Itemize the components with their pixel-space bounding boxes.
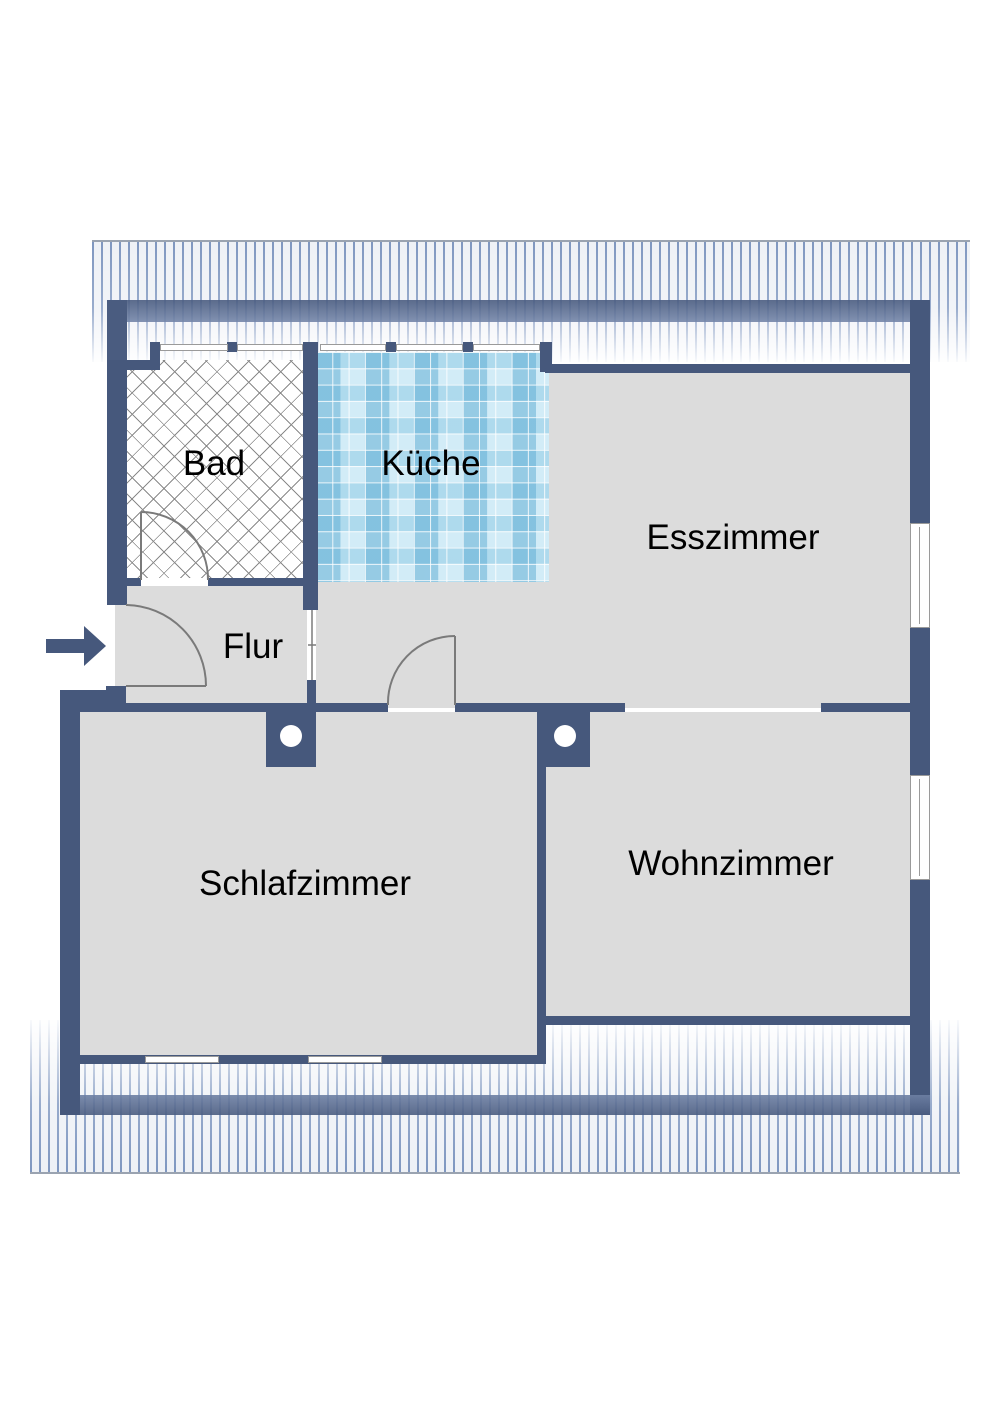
door-schlafzimmer[interactable] xyxy=(386,635,456,706)
esszimmer-floor xyxy=(549,372,910,708)
wall-segment xyxy=(227,342,237,352)
room-label-bad: Bad xyxy=(182,444,246,483)
room-label-kueche: Küche xyxy=(381,444,481,483)
wall-segment xyxy=(463,342,473,352)
window-kueche-3 xyxy=(473,344,540,351)
window-kueche-2 xyxy=(396,344,463,351)
chimney-schlafzimmer xyxy=(266,703,316,767)
schlafzimmer-floor xyxy=(80,712,537,1055)
wall-flur-right xyxy=(307,680,316,710)
wall-segment xyxy=(386,342,396,352)
window-wohnzimmer xyxy=(910,775,930,880)
window-kueche-1 xyxy=(320,344,386,351)
window-esszimmer xyxy=(910,523,930,628)
wall-wohnzimmer-top-right xyxy=(821,703,911,712)
kueche-floor xyxy=(316,352,549,582)
wall-bad-bottom-left xyxy=(127,578,141,586)
wohnzimmer-floor xyxy=(546,712,910,1017)
door-entrance[interactable] xyxy=(125,604,207,687)
flur-floor xyxy=(115,586,307,704)
wall-segment xyxy=(150,342,160,362)
room-label-schlafzimmer: Schlafzimmer xyxy=(199,864,411,903)
esszimmer-floor-extension xyxy=(316,582,549,708)
chimney-wohnzimmer xyxy=(540,703,590,767)
arrow-right-icon xyxy=(46,626,106,666)
wall-bad-kueche xyxy=(303,342,318,610)
outer-wall-top xyxy=(107,300,929,322)
wall-schlafzimmer-wohnzimmer xyxy=(537,703,546,1063)
flur-kueche-opening xyxy=(308,610,316,680)
outer-wall-right xyxy=(910,300,930,1115)
outer-wall-left-bottom xyxy=(60,690,80,1115)
outer-wall-left-top xyxy=(107,300,127,370)
wall-bad-left xyxy=(107,360,127,605)
wall-wohnzimmer-bottom xyxy=(546,1016,912,1025)
bad-floor xyxy=(127,360,307,578)
wall-bad-bottom-right xyxy=(208,578,308,586)
wall-esszimmer-top xyxy=(545,364,912,373)
window-schlafzimmer-2 xyxy=(308,1056,382,1063)
window-bad-1 xyxy=(160,344,228,351)
room-label-flur: Flur xyxy=(222,627,284,666)
wall-segment xyxy=(107,360,160,370)
window-bad-2 xyxy=(237,344,303,351)
outer-wall-bottom xyxy=(60,1095,930,1115)
door-bad[interactable] xyxy=(140,511,210,581)
wall-schlafzimmer-top-left xyxy=(80,703,388,712)
room-label-esszimmer: Esszimmer xyxy=(646,518,820,557)
room-label-wohnzimmer: Wohnzimmer xyxy=(628,844,834,883)
window-schlafzimmer-1 xyxy=(145,1056,219,1063)
